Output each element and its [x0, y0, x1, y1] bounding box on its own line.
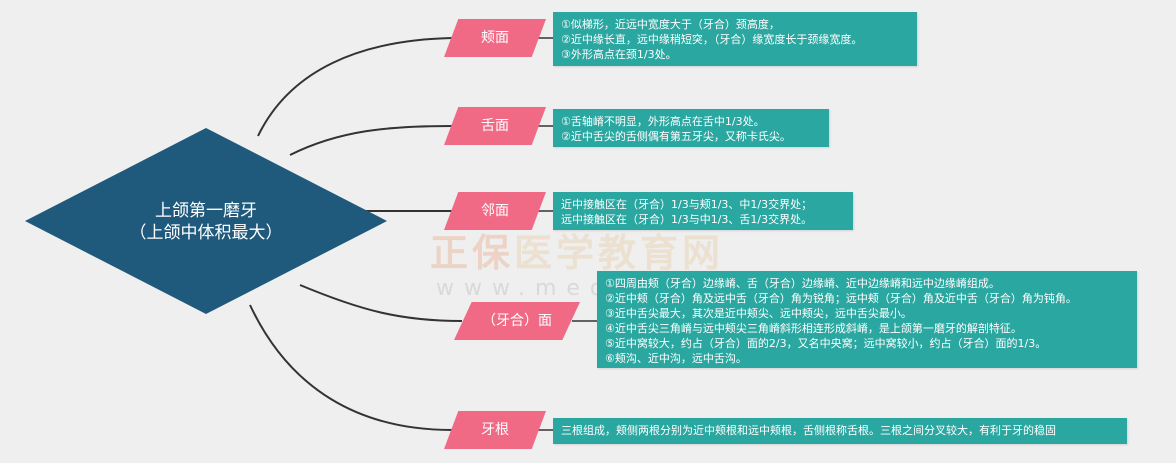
detail-occlusal-surface: ①四周由颊（牙合）边缘嵴、舌（牙合）边缘嵴、近中边缘嵴和远中边缘嵴组成。 ②近中…: [597, 271, 1137, 368]
branch-proximal-surface[interactable]: 邻面: [444, 192, 546, 230]
central-topic-subtitle: （上颌中体积最大）: [129, 223, 283, 243]
detail-line: 近中接触区在（牙合）1/3与颊1/3、中1/3交界处；: [561, 198, 813, 211]
detail-line: ④近中舌尖三角嵴与远中颊尖三角嵴斜形相连形成斜嵴，是上颌第一磨牙的解剖特征。: [605, 322, 1022, 335]
detail-line: ①似梯形，近远中宽度大于（牙合）颈高度，: [561, 18, 780, 31]
detail-line: ③近中舌尖最大，其次是近中颊尖、远中颊尖，远中舌尖最小。: [605, 307, 912, 320]
connector-buccal: [257, 37, 453, 137]
watermark-logo-text: 正保医学教育网: [430, 222, 724, 277]
central-topic-title: 上颌第一磨牙: [155, 201, 257, 221]
connector-root: [249, 304, 453, 431]
detail-lingual-surface: ①舌轴嵴不明显，外形高点在舌中1/3处。 ②近中舌尖的舌侧偶有第五牙尖，又称卡氏…: [553, 109, 829, 147]
detail-line: ⑥颊沟、近中沟，远中舌沟。: [605, 352, 747, 365]
detail-buccal-surface: ①似梯形，近远中宽度大于（牙合）颈高度， ②近中缘长直，远中缘稍短突，（牙合）缘…: [553, 12, 917, 66]
detail-line: ③外形高点在颈1/3处。: [561, 48, 677, 61]
watermark-url: www.med: [436, 276, 614, 301]
watermark-text-a: 正保: [430, 231, 515, 275]
connector-lingual: [289, 125, 453, 156]
branch-buccal-surface[interactable]: 颊面: [444, 19, 546, 57]
detail-root: 三根组成，颊侧两根分别为近中颊根和远中颊根，舌侧根称舌根。三根之间分叉较大，有利…: [553, 418, 1127, 444]
diamond-shape: [25, 128, 387, 314]
detail-line: 远中接触区在（牙合）1/3与中1/3、舌1/3交界处。: [561, 213, 813, 226]
branch-root[interactable]: 牙根: [444, 411, 546, 449]
watermark-text-b: 医学教育网: [514, 231, 725, 275]
detail-line: ②近中舌尖的舌侧偶有第五牙尖，又称卡氏尖。: [561, 130, 791, 143]
detail-line: ②近中颊（牙合）角及远中舌（牙合）角为锐角；远中颊（牙合）角及近中舌（牙合）角为…: [605, 292, 1077, 305]
detail-line: ②近中缘长直，远中缘稍短突，（牙合）缘宽度长于颈缘宽度。: [561, 33, 863, 46]
detail-line: ⑤近中窝较大，约占（牙合）面的2/3，又名中央窝；远中窝较小，约占（牙合）面的1…: [605, 337, 1047, 350]
branch-lingual-surface[interactable]: 舌面: [444, 107, 546, 145]
detail-proximal-surface: 近中接触区在（牙合）1/3与颊1/3、中1/3交界处； 远中接触区在（牙合）1/…: [553, 192, 853, 230]
connector-occlusal: [299, 284, 463, 322]
central-topic-label: 上颌第一磨牙 （上颌中体积最大）: [25, 200, 387, 244]
detail-line: ①舌轴嵴不明显，外形高点在舌中1/3处。: [561, 115, 765, 128]
detail-line: ①四周由颊（牙合）边缘嵴、舌（牙合）边缘嵴、近中边缘嵴和远中边缘嵴组成。: [605, 277, 1000, 290]
branch-occlusal-surface[interactable]: （牙合）面: [454, 302, 580, 340]
central-topic[interactable]: 上颌第一磨牙 （上颌中体积最大）: [25, 128, 387, 314]
detail-line: 三根组成，颊侧两根分别为近中颊根和远中颊根，舌侧根称舌根。三根之间分叉较大，有利…: [561, 424, 1056, 437]
